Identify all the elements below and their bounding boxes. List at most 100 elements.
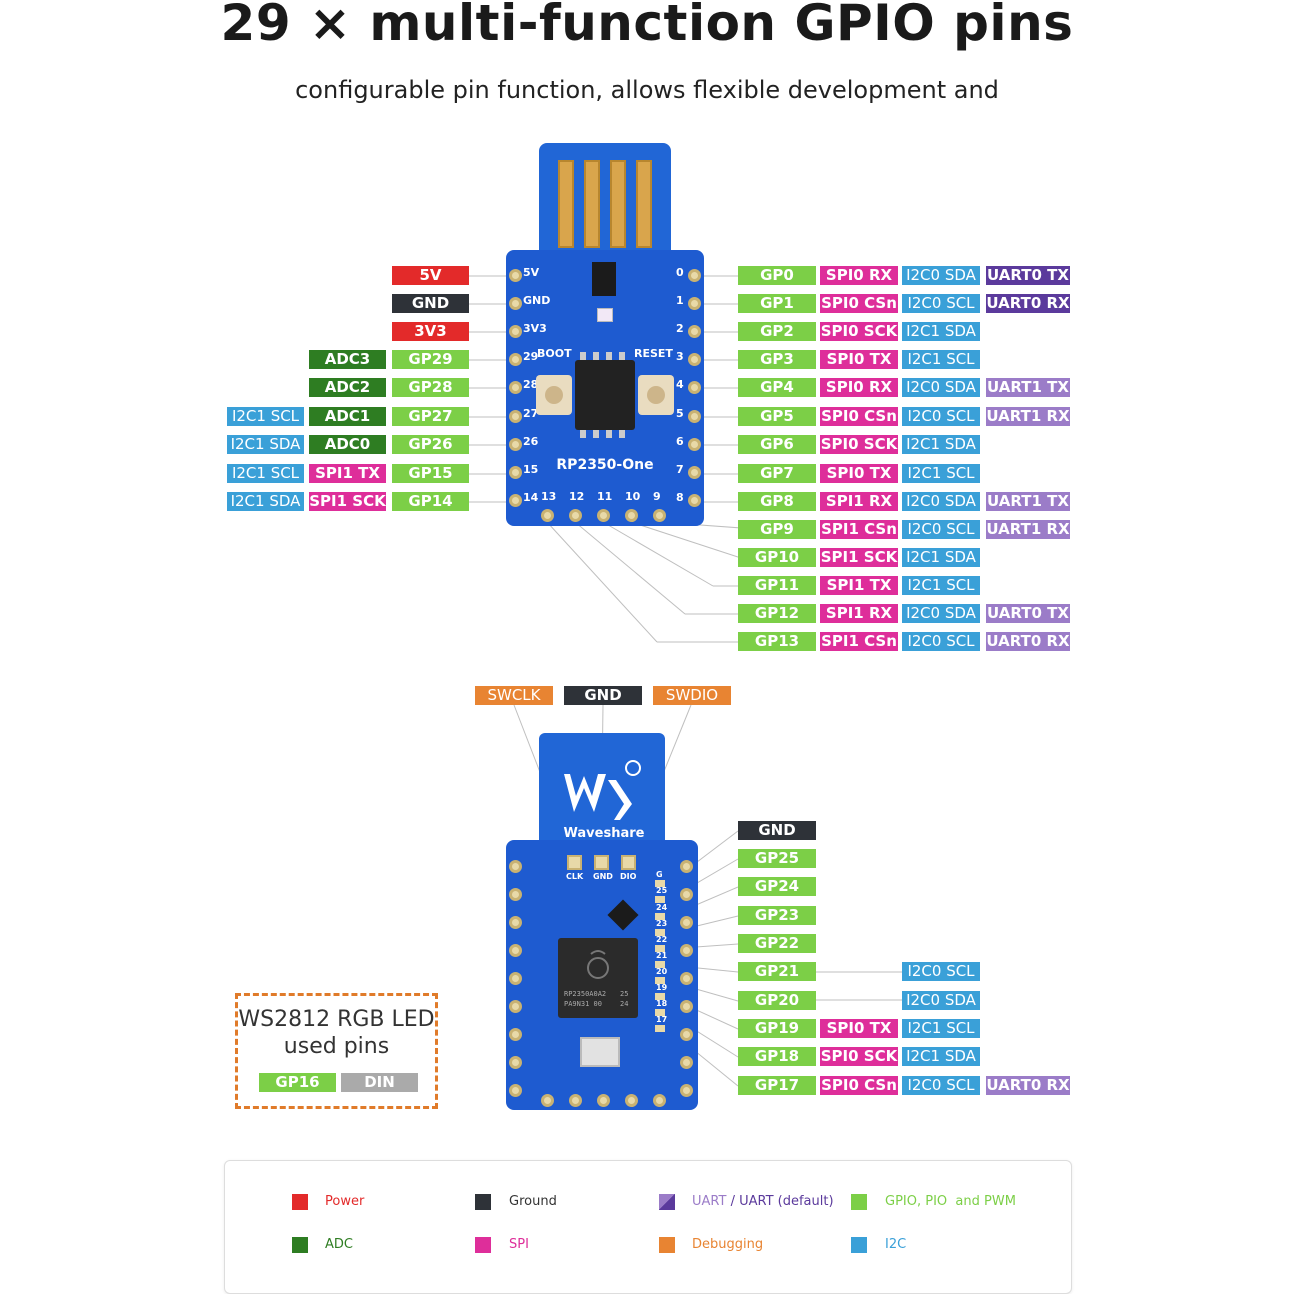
pad-right <box>680 1000 693 1013</box>
page-subtitle: configurable pin function, allows flexib… <box>295 76 999 104</box>
legend-uart-label: UART / UART (default) <box>692 1194 834 1209</box>
label-spi0-tx: SPI0 TX <box>820 464 898 483</box>
inner-pin-label: 18 <box>656 999 668 1008</box>
pad-right <box>688 269 701 282</box>
board-name: RP2350-One <box>556 457 654 473</box>
pin-label-right: 7 <box>676 463 684 476</box>
boot-button[interactable] <box>536 375 572 415</box>
label-i2c0-sda: I2C0 SDA <box>902 492 980 511</box>
label-gp0: GP0 <box>738 266 816 285</box>
label-gp11: GP11 <box>738 576 816 595</box>
label-gp27: GP27 <box>392 407 469 426</box>
chip-leg <box>593 352 599 360</box>
legend-debug-label: Debugging <box>692 1237 764 1252</box>
chip-leg <box>593 430 599 438</box>
ws2812-func: DIN <box>341 1073 418 1092</box>
pad-left <box>509 972 522 985</box>
pad-left <box>509 353 522 366</box>
inner-pad <box>655 993 665 1000</box>
label-i2c0-sda: I2C0 SDA <box>902 604 980 623</box>
label-uart1-tx: UART1 TX <box>986 378 1070 397</box>
label-5v: 5V <box>392 266 469 285</box>
label-i2c1-sda: I2C1 SDA <box>902 548 980 567</box>
label-gnd: GND <box>392 294 469 313</box>
leader-line <box>602 521 714 587</box>
pad-right <box>688 438 701 451</box>
label-gp23: GP23 <box>738 906 816 925</box>
pad-right <box>688 297 701 310</box>
chip-leg <box>606 430 612 438</box>
pin-label-right: 6 <box>676 435 684 448</box>
chip-num-2: 24 <box>620 1000 629 1008</box>
inner-pad <box>655 929 665 936</box>
chip-leg <box>619 430 625 438</box>
pad-bottom <box>625 1094 638 1107</box>
label-i2c0-scl: I2C0 SCL <box>902 294 980 313</box>
pad-bottom <box>597 509 610 522</box>
usb-plug-back <box>539 733 665 853</box>
inner-pad <box>655 945 665 952</box>
legend-spi-swatch <box>475 1237 491 1253</box>
pin-label-bottom: 9 <box>653 490 661 503</box>
inner-pin-label: 21 <box>656 951 668 960</box>
pad-left <box>509 944 522 957</box>
label-i2c0-scl: I2C0 SCL <box>902 962 980 981</box>
label-spi1-tx: SPI1 TX <box>820 576 898 595</box>
label-gp14: GP14 <box>392 492 469 511</box>
pin-label-left: GND <box>523 294 551 307</box>
pad-right <box>680 944 693 957</box>
rp2350-chip: RP2350A0A2 PA9N31 00 25 24 <box>558 938 638 1018</box>
label-gp20: GP20 <box>738 991 816 1010</box>
pad-bottom <box>541 1094 554 1107</box>
label-gp9: GP9 <box>738 520 816 539</box>
label-adc2: ADC2 <box>309 378 386 397</box>
inner-pad <box>655 913 665 920</box>
pad-bottom <box>597 1094 610 1107</box>
pad-right <box>680 1056 693 1069</box>
leader-line <box>546 521 658 643</box>
inner-pin-label: 19 <box>656 983 668 992</box>
label-i2c1-sda: I2C1 SDA <box>902 322 980 341</box>
legend-gpio-swatch <box>851 1194 867 1210</box>
label-i2c1-scl: I2C1 SCL <box>902 464 980 483</box>
waveshare-logo <box>558 760 648 830</box>
label-gp2: GP2 <box>738 322 816 341</box>
swd-pad <box>567 855 582 870</box>
label-i2c0-sda: I2C0 SDA <box>902 991 980 1010</box>
pad-right <box>680 1084 693 1097</box>
label-swclk: SWCLK <box>475 686 553 705</box>
label-gp19: GP19 <box>738 1019 816 1038</box>
label-gp25: GP25 <box>738 849 816 868</box>
label-spi0-sck: SPI0 SCK <box>820 1047 898 1066</box>
pin-label-left: 26 <box>523 435 539 448</box>
label-i2c0-scl: I2C0 SCL <box>902 1076 980 1095</box>
inner-pin-label: 20 <box>656 967 668 976</box>
label-i2c1-scl: I2C1 SCL <box>902 1019 980 1038</box>
pad-right <box>680 888 693 901</box>
pad-right <box>688 325 701 338</box>
inner-pin-label: G <box>656 870 663 879</box>
label-uart1-rx: UART1 RX <box>986 520 1070 539</box>
label-3v3: 3V3 <box>392 322 469 341</box>
label-i2c0-scl: I2C0 SCL <box>902 632 980 651</box>
label-uart0-tx: UART0 TX <box>986 266 1070 285</box>
label-gp21: GP21 <box>738 962 816 981</box>
swd-pad <box>621 855 636 870</box>
ws2812-title: WS2812 RGB LED used pins <box>235 1006 438 1060</box>
label-gp18: GP18 <box>738 1047 816 1066</box>
chip-leg <box>580 430 586 438</box>
legend-uart-swatch <box>659 1194 675 1210</box>
label-gp10: GP10 <box>738 548 816 567</box>
legend-uart-sep: / <box>726 1194 740 1209</box>
pin-label-right: 5 <box>676 407 684 420</box>
pad-left <box>509 466 522 479</box>
reset-button[interactable] <box>638 375 674 415</box>
chip-num-1: 25 <box>620 990 629 998</box>
pad-right <box>680 1028 693 1041</box>
pad-right <box>688 466 701 479</box>
inner-pin-label: 24 <box>656 903 668 912</box>
brand-text: Waveshare <box>563 826 645 841</box>
label-gnd: GND <box>564 686 642 705</box>
label-adc0: ADC0 <box>309 435 386 454</box>
